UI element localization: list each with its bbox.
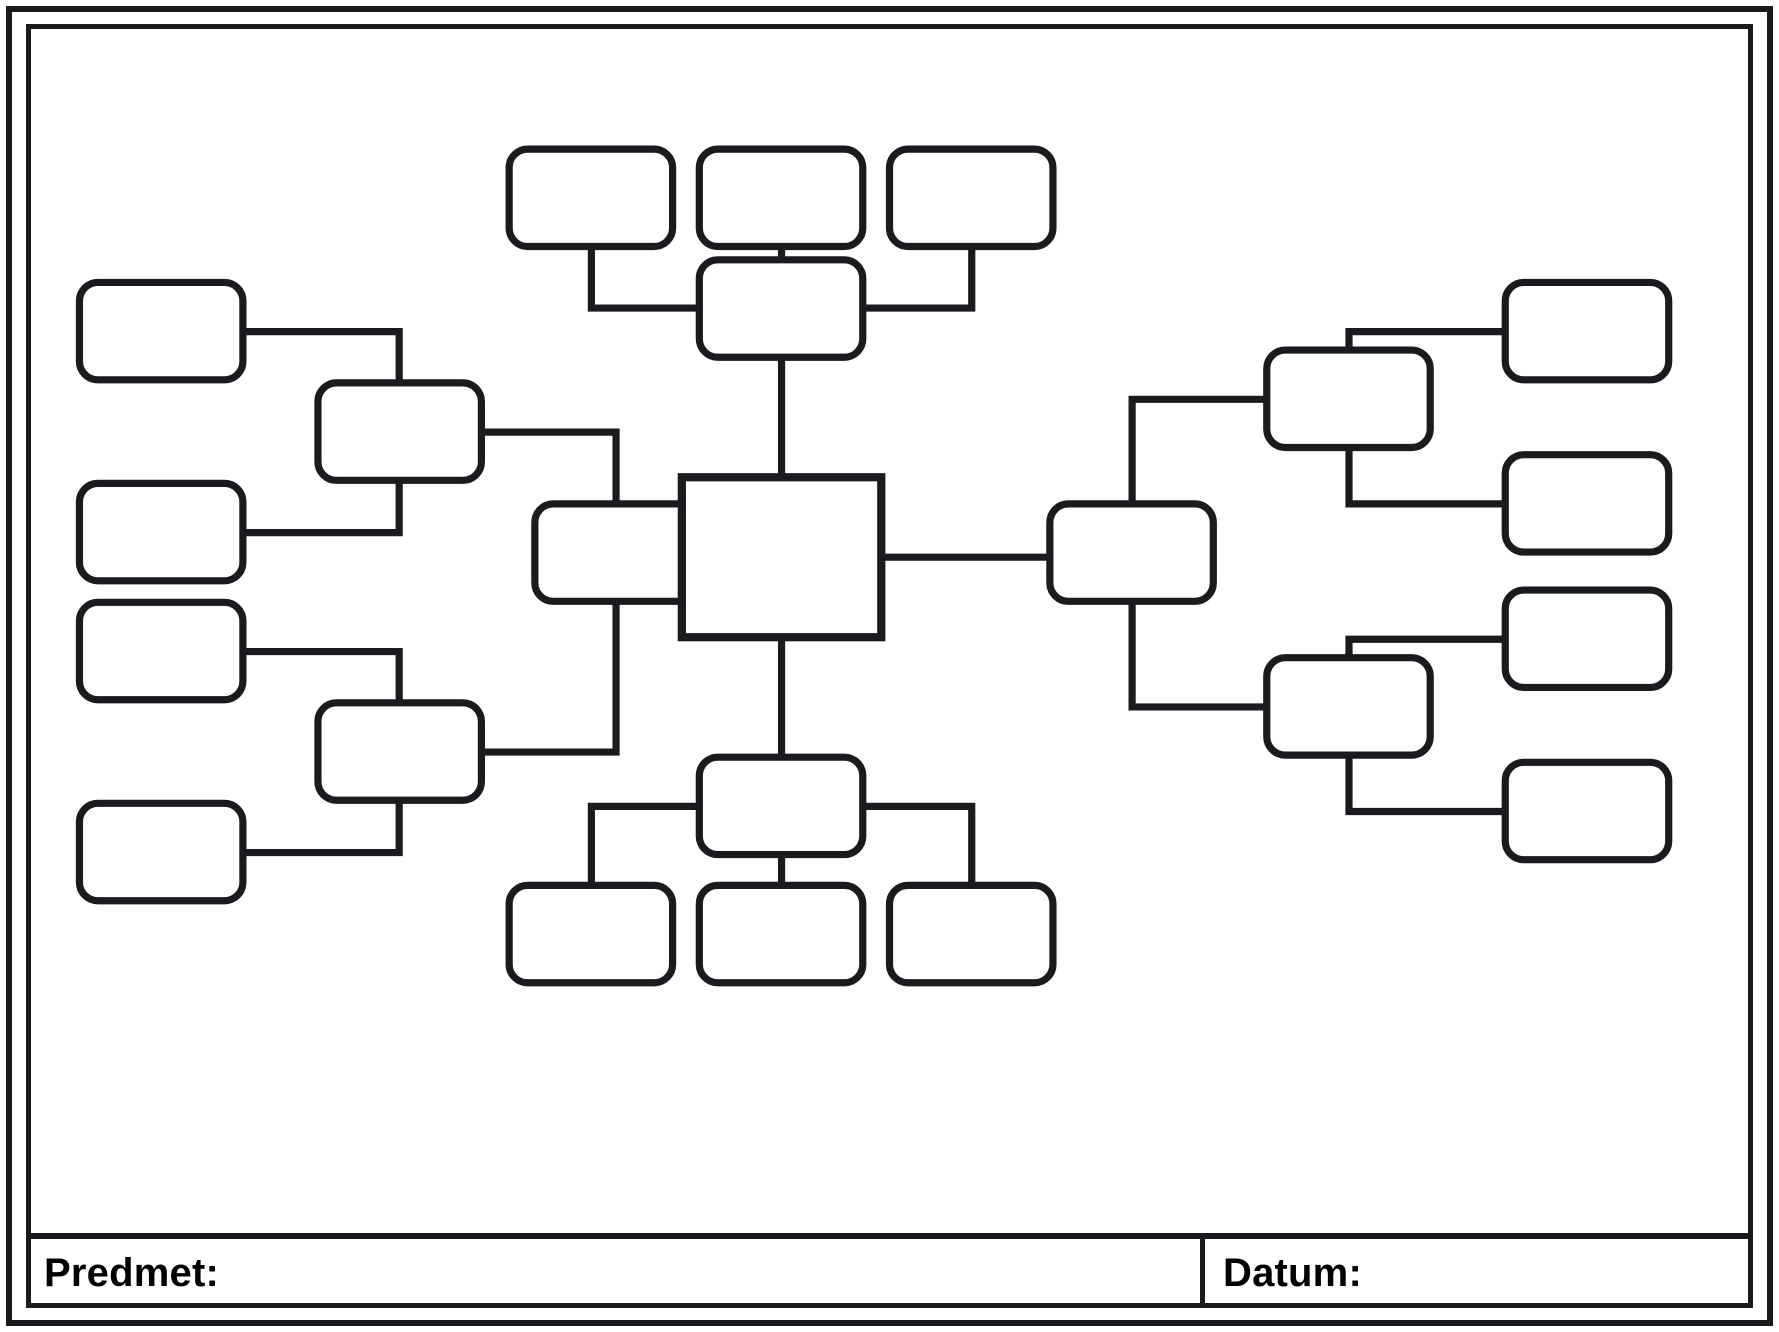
node-right-leaf-2[interactable]: [1501, 451, 1673, 556]
node-right-leaf-1[interactable]: [1501, 278, 1673, 384]
footer-bar: Predmet: Datum:: [26, 1233, 1753, 1308]
connector-right-mid-lower-to-leaf-4: [1345, 755, 1506, 816]
node-hub-top[interactable]: [695, 256, 867, 361]
node-right-mid-lower[interactable]: [1263, 654, 1434, 759]
connector-right-mid-upper-to-leaf-1: [1345, 328, 1506, 351]
connector-right-mid-lower-to-leaf-3: [1345, 635, 1506, 658]
node-left-leaf-3[interactable]: [75, 598, 247, 704]
connector-left-mid-upper-to-leaf-2: [242, 480, 403, 537]
connector-left-mid-lower-to-leaf-3: [242, 647, 403, 703]
page-outer-frame: [6, 6, 1773, 1326]
subject-label: Predmet:: [44, 1251, 219, 1295]
connector-left-stem-to-mid-upper: [481, 428, 620, 504]
node-top-leaf-2[interactable]: [695, 145, 867, 251]
node-center[interactable]: [677, 473, 886, 642]
connector-bottom-hub-to-leaf-3: [862, 802, 976, 886]
connector-top-hub-to-leaf-3: [862, 246, 976, 312]
node-left-leaf-2[interactable]: [75, 479, 247, 585]
connector-right-mid-upper-to-leaf-2: [1345, 447, 1506, 508]
node-bottom-leaf-3[interactable]: [885, 881, 1057, 987]
page-inner-frame: [26, 24, 1753, 1308]
node-bottom-leaf-2[interactable]: [695, 881, 867, 987]
node-left-mid-upper[interactable]: [314, 379, 485, 484]
node-bottom-leaf-1[interactable]: [505, 881, 677, 987]
connector-left-stem-to-mid-lower: [481, 601, 620, 756]
footer-date-cell[interactable]: Datum:: [1205, 1239, 1753, 1308]
date-label: Datum:: [1223, 1251, 1362, 1295]
node-hub-bottom[interactable]: [695, 753, 867, 859]
connector-right-stem-to-mid-lower: [1128, 601, 1267, 711]
connector-layer: [242, 246, 1506, 886]
connector-top-hub-to-leaf-1: [587, 246, 700, 312]
node-right-leaf-3[interactable]: [1501, 586, 1673, 692]
footer-subject-cell[interactable]: Predmet:: [26, 1239, 1200, 1308]
mind-map-diagram: [26, 24, 1753, 1234]
connector-right-stem-to-mid-upper: [1128, 395, 1267, 504]
connector-left-mid-lower-to-leaf-4: [242, 800, 403, 857]
node-right-leaf-4[interactable]: [1501, 758, 1673, 864]
node-left-leaf-1[interactable]: [75, 278, 247, 384]
mind-map-svg: [75, 145, 1673, 987]
node-left-leaf-4[interactable]: [75, 799, 247, 905]
footer-divider: [1200, 1239, 1205, 1308]
node-right-mid-upper[interactable]: [1263, 346, 1434, 452]
node-top-leaf-1[interactable]: [505, 145, 677, 251]
connector-left-mid-upper-to-leaf-1: [242, 328, 403, 383]
node-stem-left[interactable]: [531, 500, 702, 605]
node-top-leaf-3[interactable]: [885, 145, 1057, 251]
node-stem-right[interactable]: [1046, 500, 1217, 605]
node-layer: [75, 145, 1673, 987]
node-left-mid-lower[interactable]: [314, 699, 485, 804]
connector-bottom-hub-to-leaf-1: [587, 802, 700, 886]
